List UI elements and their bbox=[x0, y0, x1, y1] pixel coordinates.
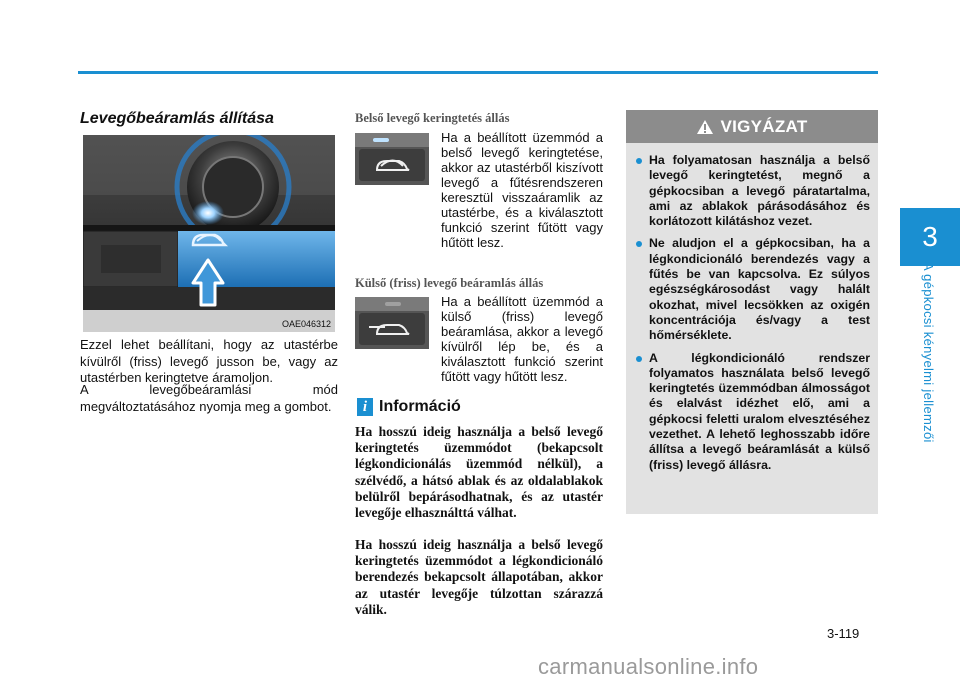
info-icon: i bbox=[357, 398, 373, 416]
bullet-icon bbox=[636, 158, 642, 164]
info-paragraph-2: Ha hosszú ideig használja a belső levegő… bbox=[355, 537, 603, 617]
fresh-air-heading: Külső (friss) levegő beáramlás állás bbox=[355, 276, 544, 290]
intro-paragraph: Ezzel lehet beállítani, hogy az utastérb… bbox=[80, 337, 338, 385]
section-heading: Levegőbeáramlás állítása bbox=[80, 110, 274, 127]
instruction-paragraph: A levegőbeáramlási mód megváltoztatásáho… bbox=[80, 382, 338, 414]
warning-list: Ha folyamatosan használja a belső levegő… bbox=[626, 143, 878, 473]
fresh-air-button-image bbox=[355, 297, 429, 349]
warning-item: Ne aludjon el a gépkocsiban, ha a légkon… bbox=[626, 236, 870, 343]
recirculation-heading: Belső levegő keringtetés állás bbox=[355, 111, 510, 125]
climate-control-photo: OAE046312 bbox=[83, 135, 335, 332]
chapter-title: A gépkocsi kényelmi jellemzői bbox=[921, 262, 936, 443]
recirculation-button-image bbox=[355, 133, 429, 185]
warning-item: A légkondicionáló rendszer folyamatos ha… bbox=[626, 351, 870, 473]
watermark: carmanualsonline.info bbox=[538, 654, 759, 679]
recirculation-text: Ha a beállított üzemmód a belső levegő k… bbox=[441, 130, 603, 250]
warning-item-text: Ne aludjon el a gépkocsiban, ha a légkon… bbox=[649, 236, 870, 343]
chapter-number: 3 bbox=[922, 221, 938, 252]
bullet-icon bbox=[636, 355, 642, 362]
climate-control-illustration bbox=[83, 135, 335, 332]
fresh-air-text: Ha a beállított üzemmód a külső (friss) … bbox=[441, 294, 603, 384]
info-section-title: i Információ bbox=[357, 398, 461, 416]
warning-header: VIGYÁZAT bbox=[626, 110, 878, 143]
warning-title: VIGYÁZAT bbox=[720, 116, 808, 136]
info-title-label: Információ bbox=[379, 398, 461, 415]
warning-item-text: A légkondicionáló rendszer folyamatos ha… bbox=[649, 350, 870, 472]
bullet-icon bbox=[636, 241, 642, 248]
warning-box: VIGYÁZAT Ha folyamatosan használja a bel… bbox=[626, 110, 878, 514]
page-number: 3-119 bbox=[827, 626, 860, 641]
header-rule bbox=[78, 71, 878, 74]
image-caption: OAE046312 bbox=[281, 319, 331, 329]
warning-triangle-icon bbox=[697, 119, 714, 134]
info-paragraph-1: Ha hosszú ideig használja a belső levegő… bbox=[355, 424, 603, 521]
warning-body: Ha folyamatosan használja a belső levegő… bbox=[626, 143, 878, 514]
warning-item: Ha folyamatosan használja a belső levegő… bbox=[626, 153, 870, 229]
chapter-tab: 3 bbox=[900, 208, 960, 266]
warning-item-text: Ha folyamatosan használja a belső levegő… bbox=[649, 153, 870, 229]
